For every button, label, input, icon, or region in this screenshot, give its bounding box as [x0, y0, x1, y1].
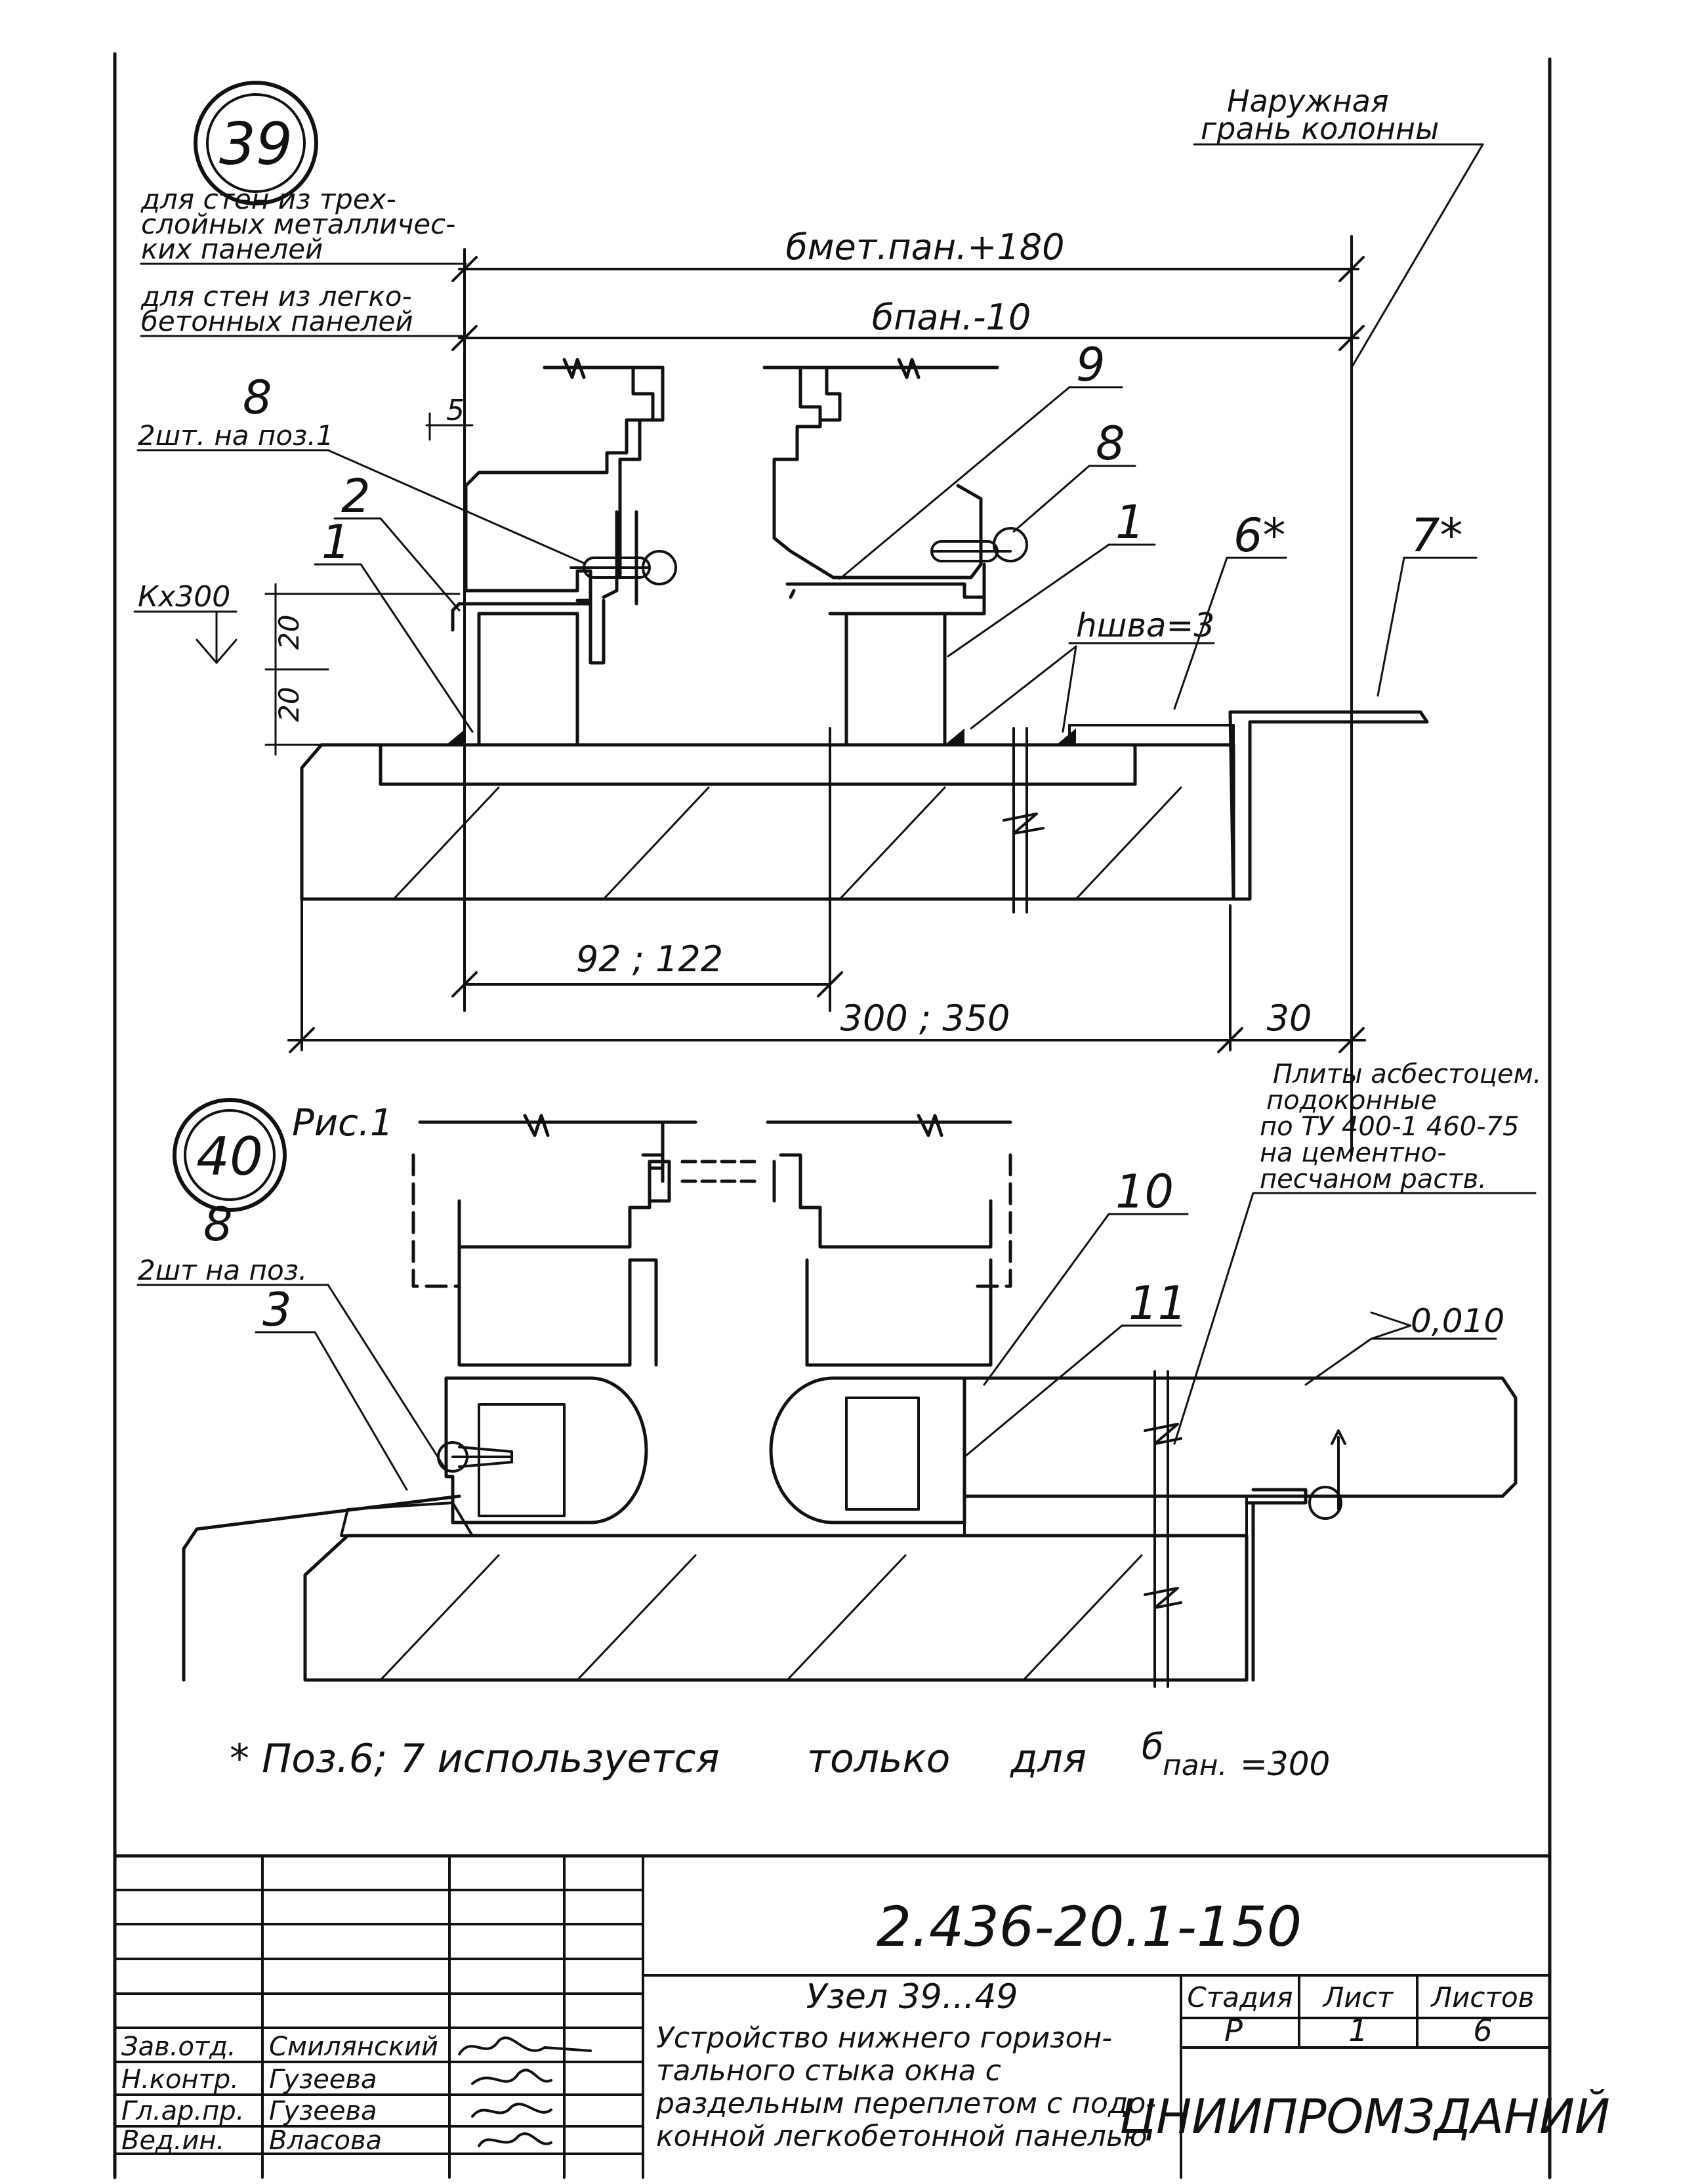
fig-label: Рис.1 — [292, 1102, 393, 1144]
weld-label: hшва=3 — [1076, 606, 1214, 644]
stage-label: Стадия — [1187, 1981, 1293, 2013]
note-three-layer-2: слойных металличес- — [141, 208, 455, 240]
footnote: * Поз.6; 7 используется только для б пан… — [230, 1726, 1330, 1783]
sign-role-3: Гл.ар.пр. — [121, 2096, 244, 2126]
title-block: 2.436-20.1-150 Узел 39...49 Устройство н… — [114, 1855, 1610, 2179]
outer-face-note-1: Наружная — [1227, 83, 1389, 119]
sign-name-3: Гузеева — [269, 2096, 377, 2126]
dim-300-350: 300 ; 350 — [840, 998, 1010, 1039]
node-39-number: 39 — [219, 110, 293, 178]
plates-note-2: подоконные — [1266, 1085, 1437, 1116]
note-three-layer-3: ких панелей — [141, 233, 323, 265]
pos-1-right: 1 — [1115, 495, 1145, 549]
footnote-c: для — [1010, 1736, 1087, 1782]
flashing — [182, 1494, 461, 1682]
plates-note-4: на цементно- — [1260, 1138, 1447, 1168]
concrete-slab-39 — [300, 743, 1235, 901]
dim-20a: 20 — [273, 615, 305, 650]
node40-pos-8: 8 — [203, 1198, 233, 1251]
footnote-e: =300 — [1240, 1745, 1330, 1783]
sign-name-4: Власова — [269, 2126, 382, 2156]
title-line-1: Узел 39...49 — [806, 1977, 1018, 2017]
node40-window-frames — [411, 1114, 1012, 1367]
footnote-d: б — [1142, 1726, 1163, 1767]
sheet-value: 1 — [1348, 2013, 1367, 2048]
dim-20b: 20 — [273, 687, 305, 722]
pos-9: 9 — [1076, 338, 1106, 392]
dim-panel: бпан.-10 — [872, 297, 1031, 338]
dim-92-122: 92 ; 122 — [576, 938, 723, 980]
node-40-circle — [173, 1098, 287, 1212]
node-40: 40 Рис.1 8 2шт на поз. 3 — [136, 1059, 1542, 1688]
level-label: Кх300 — [138, 580, 230, 614]
sign-role-2: Н.контр. — [121, 2065, 239, 2095]
pos-7-angle — [1228, 710, 1429, 901]
left-frame-profile — [451, 358, 665, 747]
footnote-a: * Поз.6; 7 используется — [230, 1736, 720, 1782]
doc-code: 2.436-20.1-150 — [877, 1895, 1302, 1959]
signature-marks — [458, 2036, 592, 2147]
node-39-circle — [194, 81, 318, 205]
dim-30: 30 — [1267, 998, 1312, 1039]
sign-name-2: Гузеева — [269, 2065, 377, 2095]
node-40-number: 40 — [196, 1126, 263, 1187]
footnote-b: только — [807, 1736, 950, 1782]
note-light-concrete-2: бетонных панелей — [141, 305, 413, 337]
node40-pos-11: 11 — [1129, 1276, 1187, 1330]
sign-role-1: Зав.отд. — [121, 2032, 236, 2062]
left-seal-roll — [444, 1376, 648, 1524]
pos-1-left: 1 — [321, 515, 351, 569]
pos-2: 2 — [341, 469, 371, 523]
plates-note-5: песчаном раств. — [1260, 1164, 1487, 1194]
title-line-4: раздельным переплетом с подо- — [655, 2087, 1156, 2120]
org-name: ЦНИИПРОМЗДАНИЙ — [1119, 2089, 1610, 2144]
pos-6: 6* — [1233, 509, 1286, 562]
sill-plate — [963, 1376, 1518, 1498]
node-39: 39 для стен из трех- слойных металличес-… — [133, 81, 1484, 1156]
title-line-3: тального стыка окна с — [656, 2054, 1001, 2088]
dim-5: 5 — [446, 394, 465, 427]
sign-role-4: Вед.ин. — [121, 2126, 224, 2156]
node40-pos-10: 10 — [1115, 1165, 1174, 1219]
pos-8-left-note: 2шт. на поз.1 — [138, 419, 333, 452]
note-three-layer-1: для стен из трех- — [140, 183, 396, 215]
steel-plate — [379, 743, 1137, 786]
pos-8-right: 8 — [1096, 417, 1125, 471]
right-frame-profile — [762, 358, 999, 747]
pos-6-cover — [1068, 724, 1235, 746]
node40-pos-3: 3 — [262, 1283, 292, 1337]
sheets-label: Листов — [1430, 1981, 1535, 2013]
sheet-label: Лист — [1322, 1981, 1394, 2013]
plates-note-3: по ТУ 400-1 460-75 — [1260, 1112, 1520, 1142]
right-seal-roll — [769, 1376, 966, 1524]
sheets-value: 6 — [1473, 2013, 1492, 2048]
outer-face-note-2: грань колонны — [1201, 111, 1439, 146]
title-line-2: Устройство нижнего горизон- — [656, 2021, 1112, 2055]
stage-value: Р — [1224, 2013, 1243, 2048]
title-line-5: конной легкобетонной панелью — [656, 2120, 1148, 2153]
plates-note-1: Плиты асбестоцем. — [1273, 1059, 1542, 1089]
node40-pos-8-note: 2шт на поз. — [138, 1254, 307, 1286]
pos-8-left: 8 — [243, 371, 272, 425]
footnote-sub: пан. — [1163, 1749, 1227, 1782]
note-light-concrete-1: для стен из легко- — [140, 280, 412, 312]
sign-name-1: Смилянский — [269, 2032, 438, 2062]
sheet-frame — [113, 52, 1552, 2179]
slope-label: 0,010 — [1411, 1302, 1504, 1340]
dim-metal-panel: бмет.пан.+180 — [785, 226, 1064, 268]
concrete-slab-40 — [303, 1534, 1249, 1682]
pos-7: 7* — [1411, 509, 1463, 562]
